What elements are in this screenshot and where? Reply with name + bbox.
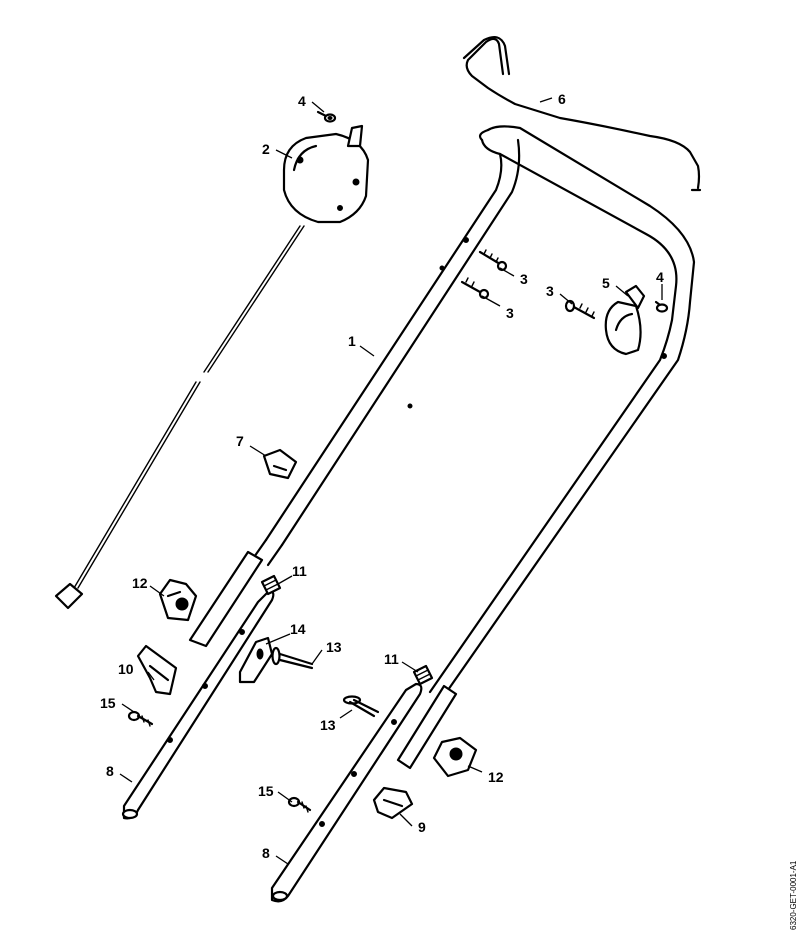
star-knob-12-right <box>432 736 478 778</box>
callout-3: 3 <box>506 305 514 321</box>
hole-icon <box>391 719 397 725</box>
clamp-bracket-9 <box>372 786 414 820</box>
lower-handle-right <box>270 682 458 903</box>
callout-15: 15 <box>258 783 274 799</box>
screw-15-right <box>287 796 312 813</box>
rivet-icon <box>439 265 445 271</box>
document-reference: 6320-GET-0001-A1 <box>789 860 798 930</box>
screw-3-right <box>564 299 596 320</box>
screw-4-top <box>316 110 337 123</box>
callout-4: 4 <box>298 93 306 109</box>
clamp-bracket-10 <box>136 644 178 696</box>
hole-icon <box>319 821 325 827</box>
callout-11: 11 <box>384 651 399 667</box>
callout-13: 13 <box>326 639 342 655</box>
rivet-icon <box>407 403 413 409</box>
cable-connector-icon <box>54 582 84 610</box>
screw-4-right <box>654 300 669 313</box>
callout-8: 8 <box>262 845 270 861</box>
callout-8: 8 <box>106 763 114 779</box>
callout-12: 12 <box>132 575 148 591</box>
bushing-11-right <box>412 664 434 686</box>
screw-15-left <box>127 710 154 727</box>
leader-lines <box>119 97 663 865</box>
callout-1: 1 <box>348 333 356 349</box>
callout-3: 3 <box>520 271 528 287</box>
control-box <box>54 124 370 610</box>
screw-3-middle <box>460 277 490 300</box>
callout-12: 12 <box>488 769 504 785</box>
control-bail <box>462 35 702 192</box>
callout-11: 11 <box>292 563 307 579</box>
callout-9: 9 <box>418 819 426 835</box>
callout-labels: 4 2 6 3 3 3 5 4 1 7 12 11 14 13 10 15 8 … <box>100 91 664 861</box>
callout-14: 14 <box>290 621 306 637</box>
cable-clip <box>262 448 298 480</box>
callout-15: 15 <box>100 695 116 711</box>
lever-icon <box>346 124 364 148</box>
lower-handle-left <box>121 550 275 820</box>
rivet-icon <box>463 237 469 243</box>
rivet-icon <box>661 353 667 359</box>
screw-3-upper <box>478 249 508 272</box>
callout-3: 3 <box>546 283 554 299</box>
callout-10: 10 <box>118 661 134 677</box>
hole-icon <box>239 629 245 635</box>
callout-13: 13 <box>320 717 336 733</box>
star-knob-12-left <box>158 578 198 622</box>
callout-7: 7 <box>236 433 244 449</box>
hole-icon <box>202 683 208 689</box>
bolt-13-lower <box>342 695 380 718</box>
brake-lever <box>604 284 646 356</box>
hole-icon <box>167 737 173 743</box>
upper-handle <box>250 125 696 694</box>
callout-2: 2 <box>262 141 270 157</box>
bolt-13-upper <box>271 646 314 670</box>
hole-icon <box>351 771 357 777</box>
callout-4: 4 <box>656 269 664 285</box>
bushing-11-left <box>260 574 282 596</box>
callout-6: 6 <box>558 91 566 107</box>
callout-5: 5 <box>602 275 610 291</box>
